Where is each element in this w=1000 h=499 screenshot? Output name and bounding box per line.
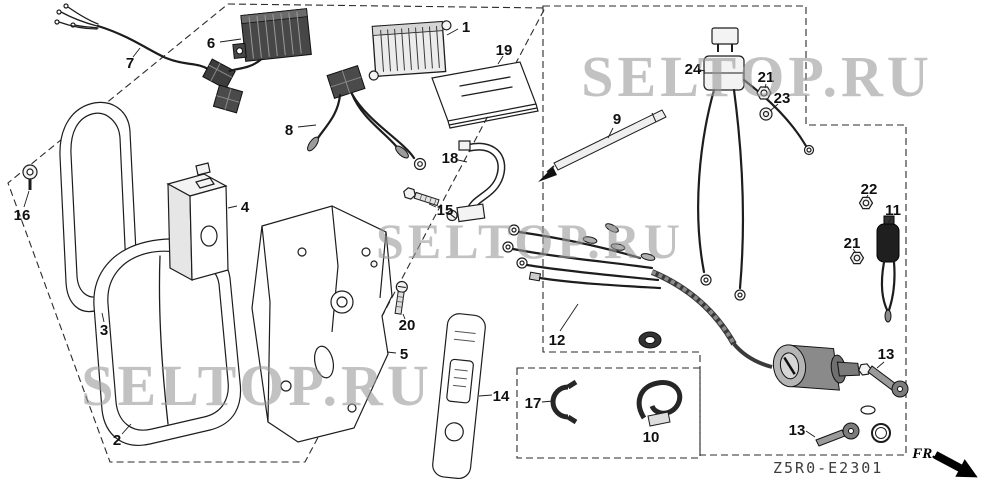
part-9-rod-cable: [538, 109, 667, 182]
part-1-rectifier: [368, 20, 452, 81]
part-14-label-panel: [432, 313, 486, 480]
fr-direction-label: FR.: [911, 446, 936, 462]
part-labels: 1 2 3 4 5 6 7 8 9 10 11 12 13 13 14 15 1…: [14, 19, 901, 449]
part-label-13b: 13: [789, 422, 806, 439]
watermarks: SELTOP.RU SELTOP.RU SELTOP.RU: [81, 44, 932, 418]
part-label-17: 17: [525, 395, 542, 412]
part-label-10: 10: [643, 429, 660, 446]
part-label-22: 22: [861, 181, 878, 198]
part-10-wire-clamp: [636, 380, 683, 427]
part-label-5: 5: [400, 346, 408, 363]
diagram-code: Z5R0-E2301: [773, 459, 883, 477]
part-label-2: 2: [113, 432, 121, 449]
part-21-nut-top: [756, 86, 772, 100]
part-19-cover-plate: [431, 61, 539, 129]
part-label-19: 19: [496, 42, 513, 59]
part-label-23: 23: [774, 90, 791, 107]
part-20-screw: [394, 280, 408, 315]
part-label-7: 7: [126, 55, 134, 72]
part-label-12: 12: [549, 332, 566, 349]
harness-grommet: [638, 331, 662, 349]
part-label-9: 9: [613, 111, 621, 128]
part-16-grommet: [22, 164, 38, 190]
part-23-washer: [759, 107, 773, 121]
part-8-sub-harness: [307, 65, 427, 171]
part-6-regulator: [228, 8, 312, 73]
part-11-sensor: [876, 215, 900, 323]
section-boundaries: [7, 3, 907, 463]
watermark-middle: SELTOP.RU: [376, 213, 684, 269]
part-7-wire-lead: [54, 3, 244, 114]
part-label-15: 15: [437, 202, 454, 219]
washer-ring: [860, 405, 876, 415]
part-label-21b: 21: [844, 235, 861, 252]
part-label-18: 18: [442, 150, 459, 167]
part-label-14: 14: [493, 388, 510, 405]
part-label-1: 1: [462, 19, 470, 36]
part-15-bolt: [403, 187, 440, 207]
watermark-bottom-left: SELTOP.RU: [81, 353, 432, 418]
part-label-20: 20: [399, 317, 416, 334]
part-label-16: 16: [14, 207, 31, 224]
leader-lines: [23, 28, 892, 438]
part-17-clip: [550, 379, 578, 425]
watermark-top-right: SELTOP.RU: [581, 44, 932, 109]
part-24-fuse-assembly: [697, 27, 815, 301]
part-18-band-strap: [446, 140, 506, 223]
part-label-8: 8: [285, 122, 293, 139]
part-5-mount-box: [251, 205, 393, 443]
part-12-main-harness: [502, 223, 773, 369]
footer: Z5R0-E2301 FR.: [773, 446, 978, 478]
part-13-key-lower: [815, 422, 860, 447]
part-13-key-upper: [867, 365, 909, 398]
part-label-6: 6: [207, 35, 215, 52]
fr-arrow-icon: [933, 451, 978, 478]
o-ring: [871, 423, 891, 443]
ignition-switch: [772, 344, 872, 391]
part-label-4: 4: [241, 199, 250, 216]
part-label-21a: 21: [758, 69, 775, 86]
part-label-13a: 13: [878, 346, 895, 363]
part-label-3: 3: [100, 322, 108, 339]
part-label-24: 24: [685, 61, 702, 78]
part-4-bracket: [166, 162, 229, 282]
part-21-nut-mid: [849, 251, 865, 265]
part-label-11: 11: [885, 202, 901, 219]
part-22-nut: [858, 196, 874, 210]
